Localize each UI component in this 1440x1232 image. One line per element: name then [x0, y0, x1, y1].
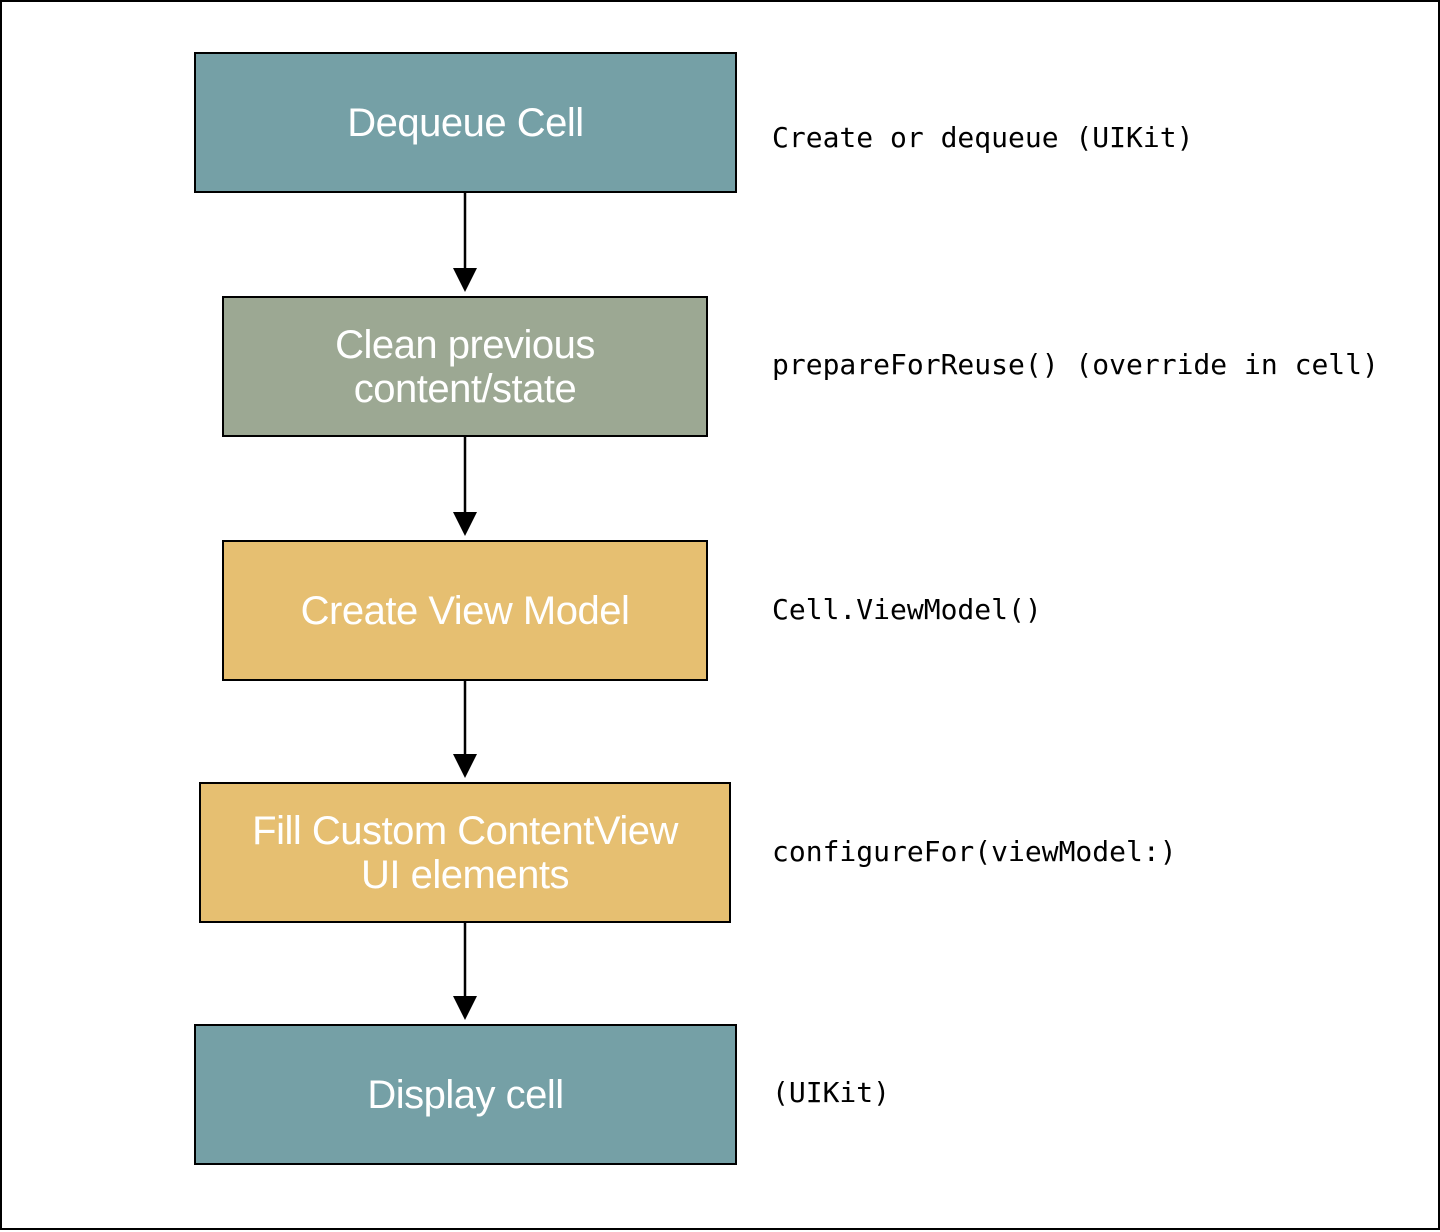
- step-clean-previous-content: Clean previous content/state: [222, 296, 708, 437]
- note-create-view-model: Cell.ViewModel(): [772, 593, 1042, 626]
- note-clean-previous-content: prepareForReuse() (override in cell): [772, 348, 1379, 381]
- note-fill-custom-contentview: configureFor(viewModel:): [772, 835, 1177, 868]
- arrow-1-head: [453, 268, 477, 292]
- step-create-view-model-label: Create View Model: [300, 588, 630, 633]
- arrow-2-head: [453, 512, 477, 536]
- arrow-4-head: [453, 996, 477, 1020]
- step-fill-custom-contentview: Fill Custom ContentView UI elements: [199, 782, 731, 923]
- arrow-3-head: [453, 754, 477, 778]
- step-fill-custom-contentview-line-1: Fill Custom ContentView: [252, 808, 678, 853]
- step-dequeue-cell-label: Dequeue Cell: [347, 100, 584, 145]
- step-clean-previous-content-line-2: content/state: [353, 366, 577, 411]
- step-display-cell: Display cell: [194, 1024, 737, 1165]
- note-display-cell: (UIKit): [772, 1076, 891, 1109]
- step-display-cell-label: Display cell: [367, 1072, 564, 1117]
- step-dequeue-cell: Dequeue Cell: [194, 52, 737, 193]
- step-fill-custom-contentview-line-2: UI elements: [361, 852, 569, 897]
- step-create-view-model: Create View Model: [222, 540, 708, 681]
- step-clean-previous-content-line-1: Clean previous: [335, 322, 595, 367]
- note-dequeue-cell: Create or dequeue (UIKit): [772, 121, 1194, 154]
